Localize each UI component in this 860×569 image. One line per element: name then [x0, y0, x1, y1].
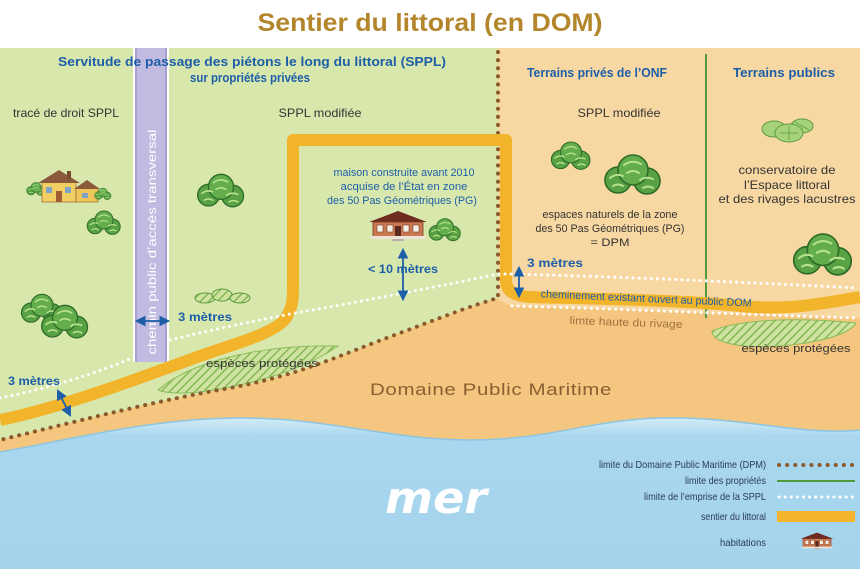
legend-sentier-symbol — [777, 511, 855, 522]
legend-label-proprietes: limite des propriétés — [685, 475, 766, 487]
label-distance-maison: < 10 mètres — [368, 262, 438, 276]
sea-edge — [0, 417, 860, 453]
sppl-limit-lines — [0, 272, 860, 400]
legend-label-sppl: limite de l’emprise de la SPPL — [644, 491, 766, 503]
label-espaces-line3: = DPM — [591, 237, 630, 249]
label-trace-droit: tracé de droit SPPL — [13, 106, 119, 120]
protected-species-area-right — [711, 319, 857, 347]
protected-species-area-left — [157, 345, 340, 394]
dpm-limit-line — [0, 50, 500, 442]
legend-label-dpm: limite du Domaine Public Maritime (DPM) — [599, 459, 766, 471]
heading-sppl-line1: Servitude de passage des piétons le long… — [58, 54, 446, 69]
arrow-left-width — [57, 389, 71, 417]
road-label: chemin public d’accès transversal — [145, 130, 159, 355]
label-maison-line2: acquise de l’État en zone — [341, 180, 468, 193]
page-title: Sentier du littoral (en DOM) — [258, 9, 603, 37]
heading-onf: Terrains privés de l’ONF — [527, 65, 667, 80]
label-domaine-public: Domaine Public Maritime — [370, 380, 612, 399]
legend-label-habitations: habitations — [720, 537, 766, 549]
label-conservatoire-line1: conservatoire de — [739, 163, 836, 177]
label-largeur-gauche: 3 mètres — [8, 374, 60, 388]
coastal-path — [0, 134, 860, 426]
label-sppl-modifiee-right: SPPL modifiée — [578, 106, 661, 120]
sea — [0, 417, 860, 569]
label-conservatoire-line3: et des rivages lacustres — [719, 192, 856, 206]
label-sppl-modifiee-left: SPPL modifiée — [279, 106, 362, 120]
lily-pads — [761, 118, 814, 143]
label-especes-droite: espèces protégées — [742, 343, 852, 355]
transversal-road — [133, 48, 169, 362]
label-conservatoire-line2: l’Espace littoral — [744, 178, 830, 192]
label-espaces-line2: des 50 Pas Géométriques (PG) — [536, 223, 685, 235]
label-limite-haute: limte haute du rivage — [569, 315, 682, 331]
label-espaces-line1: espaces naturels de la zone — [543, 209, 678, 221]
label-mer: mer — [385, 473, 489, 524]
label-largeur-chemin: 3 mètres — [178, 310, 232, 324]
label-largeur-droite: 3 mètres — [527, 256, 583, 270]
label-especes-gauche: espèces protégées — [206, 358, 319, 370]
onf-and-public-land — [498, 48, 860, 318]
legend: limite du Domaine Public Maritime (DPM) … — [599, 459, 855, 550]
heading-publics: Terrains publics — [733, 65, 835, 80]
label-maison-line1: maison construite avant 2010 — [334, 167, 475, 179]
legend-label-sentier: sentier du littoral — [701, 511, 766, 523]
heading-sppl-line2: sur propriétés privées — [190, 70, 310, 85]
label-maison-line3: des 50 Pas Géométriques (PG) — [327, 195, 477, 207]
house-yellow — [26, 170, 112, 203]
bushes — [194, 288, 251, 304]
title-band — [0, 0, 860, 48]
